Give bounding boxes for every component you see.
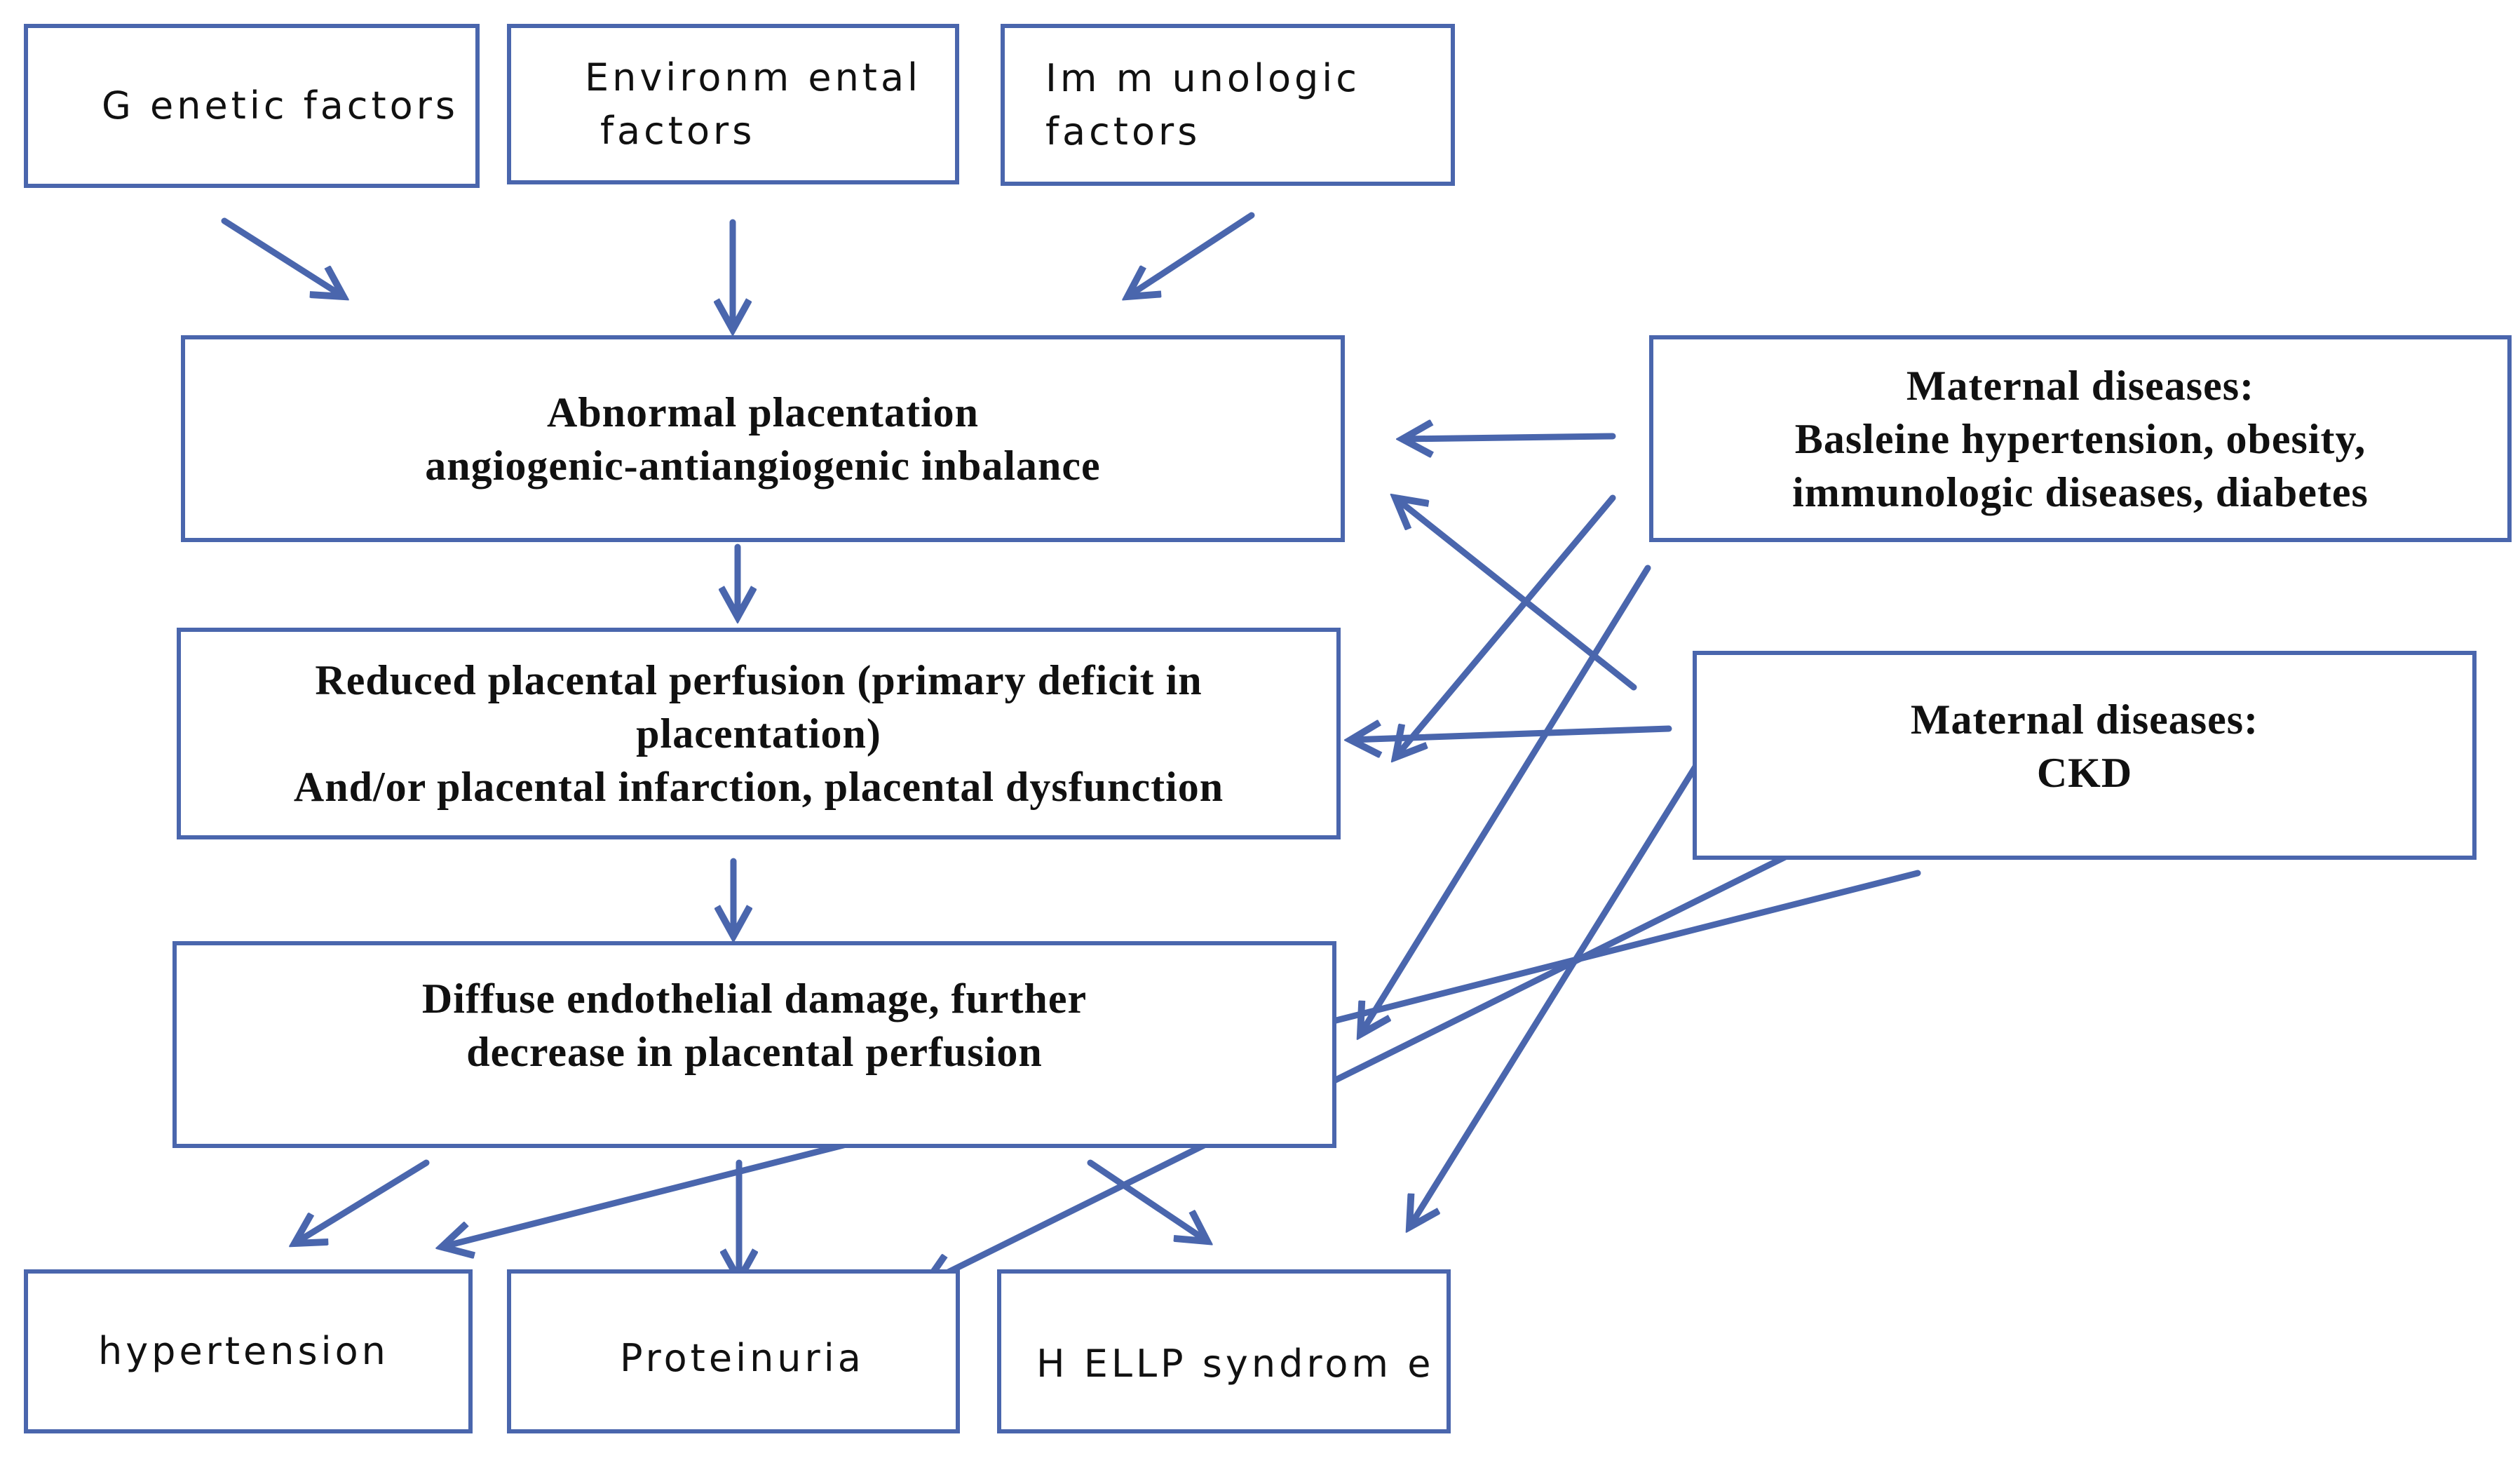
arrow-baseline-to-placentation bbox=[1402, 436, 1616, 439]
maternal-ckd-box: Maternal diseases: CKD bbox=[1693, 651, 2477, 860]
hellp-syndrome-box: H ELLP syndrom e bbox=[997, 1269, 1451, 1433]
arrow-ckd-to-perfusion bbox=[1350, 729, 1672, 740]
maternal-baseline-box: Maternal diseases: Basleine hypertension… bbox=[1649, 335, 2512, 542]
arrow-immunologic-to-placentation bbox=[1127, 212, 1255, 297]
maternal-baseline-line-1: Maternal diseases: bbox=[1906, 362, 2255, 409]
abnormal-placentation-box: Abnormal placentation angiogenic-antiang… bbox=[181, 335, 1345, 542]
genetic-factors-box: G enetic factors bbox=[24, 24, 480, 188]
maternal-baseline-line-3: immunologic diseases, diabetes bbox=[1792, 468, 2369, 515]
maternal-baseline-line-2: Basleine hypertension, obesity, bbox=[1794, 415, 2366, 462]
arrow-baseline-to-endothelial bbox=[1360, 565, 1651, 1034]
endothelial-damage-line-1: Diffuse endothelial damage, further bbox=[421, 976, 1088, 1022]
arrow-genetic-to-placentation bbox=[221, 217, 344, 297]
arrow-endothelial-to-hellp bbox=[1087, 1159, 1207, 1241]
proteinuria-label: Proteinuria bbox=[620, 1336, 865, 1380]
reduced-perfusion-line-3: And/or placental infarction, placental d… bbox=[293, 764, 1224, 810]
arrow-baseline-to-perfusion bbox=[1395, 494, 1616, 757]
reduced-perfusion-box: Reduced placental perfusion (primary def… bbox=[177, 628, 1341, 839]
arrow-ckd-to-proteinuria bbox=[926, 852, 1791, 1283]
environmental-factors-line-2: factors bbox=[600, 108, 756, 153]
endothelial-damage-box: Diffuse endothelial damage, further decr… bbox=[172, 941, 1336, 1148]
hellp-syndrome-label: H ELLP syndrom e bbox=[1036, 1342, 1435, 1386]
environmental-factors-box: Environm ental factors bbox=[507, 24, 959, 184]
genetic-factors-line-1: G enetic factors bbox=[102, 83, 459, 128]
proteinuria-box: Proteinuria bbox=[507, 1269, 960, 1433]
hypertension-box: hypertension bbox=[24, 1269, 473, 1433]
abnormal-placentation-line-1: Abnormal placentation bbox=[546, 389, 980, 436]
abnormal-placentation-line-2: angiogenic-antiangiogenic inbalance bbox=[425, 442, 1101, 489]
reduced-perfusion-line-2: placentation) bbox=[636, 710, 881, 757]
immunologic-factors-line-1: Im m unologic bbox=[1045, 55, 1360, 100]
maternal-ckd-line-1: Maternal diseases: bbox=[1910, 696, 2259, 743]
immunologic-factors-box: Im m unologic factors bbox=[1001, 24, 1455, 186]
arrow-ckd-to-placentation bbox=[1395, 498, 1637, 691]
endothelial-damage-line-2: decrease in placental perfusion bbox=[466, 1029, 1043, 1075]
immunologic-factors-line-2: factors bbox=[1045, 109, 1201, 154]
reduced-perfusion-line-1: Reduced placental perfusion (primary def… bbox=[315, 657, 1203, 703]
arrow-endothelial-to-hypertension bbox=[294, 1159, 430, 1243]
arrow-ckd-to-hellp bbox=[1409, 761, 1700, 1227]
hypertension-label: hypertension bbox=[98, 1329, 389, 1373]
maternal-ckd-line-2: CKD bbox=[2036, 750, 2133, 796]
environmental-factors-line-1: Environm ental bbox=[585, 55, 922, 100]
